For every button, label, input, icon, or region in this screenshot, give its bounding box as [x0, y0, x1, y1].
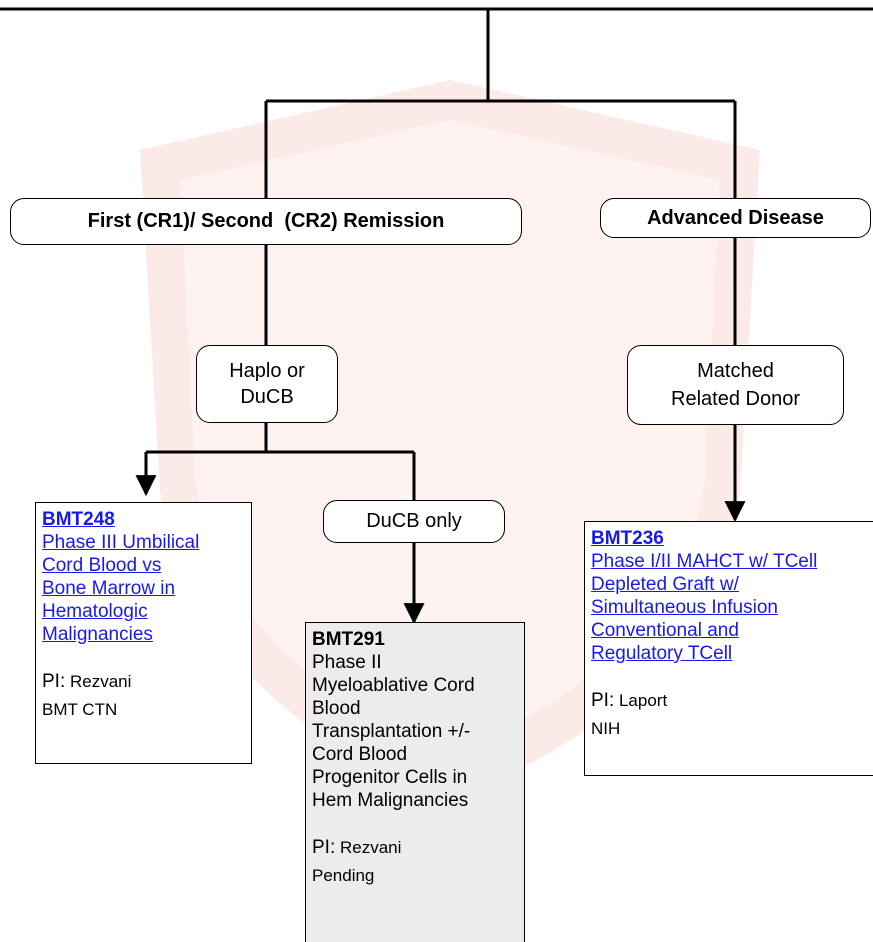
trial-title-line: Blood — [312, 698, 361, 719]
trial-pi: PI: Laport — [591, 690, 867, 712]
pi-key: PI: — [42, 671, 66, 692]
trial-card-bmt236: BMT236 Phase I/II MAHCT w/ TCell Deplete… — [584, 521, 873, 776]
trial-pi: PI: Rezvani — [312, 837, 518, 859]
trial-sponsor: NIH — [591, 719, 621, 738]
node-ducb-only: DuCB only — [323, 500, 505, 543]
trial-pi: PI: Rezvani — [42, 671, 245, 693]
trial-sponsor: BMT CTN — [42, 700, 118, 719]
pi-name: Rezvani — [339, 838, 402, 857]
trial-title-line: Phase I/II MAHCT w/ TCell — [591, 551, 818, 572]
trial-title-line: Bone Marrow in — [42, 578, 176, 599]
node-matched-line1: Matched — [697, 360, 774, 382]
trial-link-bmt236[interactable]: BMT236 Phase I/II MAHCT w/ TCell Deplete… — [591, 527, 867, 665]
trial-title-line: Regulatory TCell — [591, 643, 733, 664]
trial-id: BMT248 — [42, 509, 115, 530]
trial-title-line: Transplantation +/- — [312, 721, 471, 742]
trial-title-line: Phase III Umbilical — [42, 532, 200, 553]
trial-title-line: Malignancies — [42, 624, 153, 645]
trial-link-bmt248[interactable]: BMT248 Phase III Umbilical Cord Blood vs… — [42, 508, 245, 646]
pi-key: PI: — [312, 837, 336, 858]
node-haplo-ducb: Haplo or DuCB — [196, 345, 338, 423]
node-haplo-line1: Haplo or — [229, 360, 305, 382]
trial-title-line: Progenitor Cells in — [312, 767, 468, 788]
trial-title-line: Cord Blood vs — [42, 555, 162, 576]
trial-id: BMT236 — [591, 528, 664, 549]
pi-name: Laport — [618, 691, 668, 710]
trial-card-bmt291: BMT291 Phase II Myeloablative Cord Blood… — [305, 622, 525, 942]
trial-card-bmt248: BMT248 Phase III Umbilical Cord Blood vs… — [35, 502, 252, 764]
pi-name: Rezvani — [69, 672, 132, 691]
trial-title-line: Phase II — [312, 652, 382, 673]
node-advanced-disease: Advanced Disease — [600, 198, 871, 238]
node-matched-related-donor: Matched Related Donor — [627, 345, 844, 425]
pi-key: PI: — [591, 690, 615, 711]
node-remission-label: First (CR1)/ Second (CR2) Remission — [87, 210, 445, 232]
trial-title-line: Cord Blood — [312, 744, 408, 765]
trial-title-line: Simultaneous Infusion — [591, 597, 778, 618]
trial-sponsor: Pending — [312, 866, 375, 885]
trial-title-line: Conventional and — [591, 620, 739, 641]
node-haplo-line2: DuCB — [240, 386, 294, 408]
trial-title-line: Hem Malignancies — [312, 790, 469, 811]
node-advanced-label: Advanced Disease — [647, 206, 824, 229]
trial-title-line: Depleted Graft w/ — [591, 574, 739, 595]
trial-title-line: Myeloablative Cord — [312, 675, 475, 696]
node-matched-line2: Related Donor — [671, 388, 800, 410]
node-remission: First (CR1)/ Second (CR2) Remission — [10, 198, 522, 245]
trial-id: BMT291 — [312, 629, 385, 650]
node-ducb-only-label: DuCB only — [366, 510, 462, 532]
trial-title-line: Hematologic — [42, 601, 148, 622]
